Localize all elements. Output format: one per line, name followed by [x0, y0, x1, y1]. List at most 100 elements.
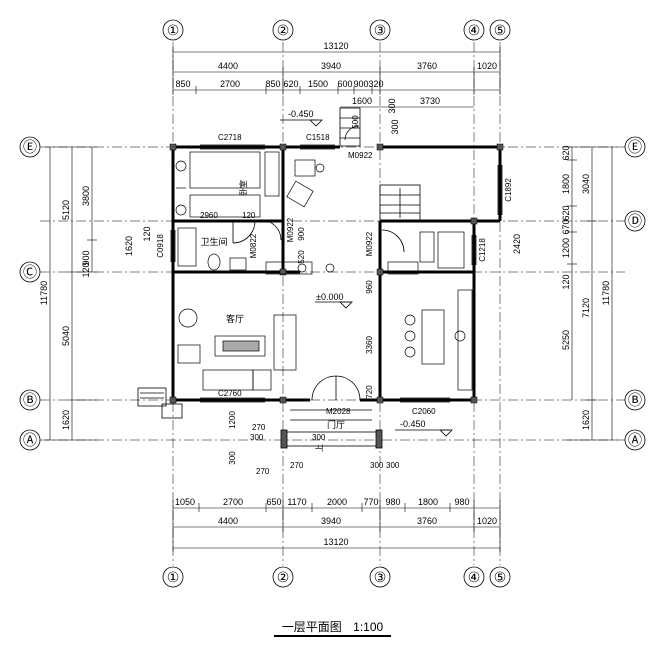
svg-text:客厅: 客厅: [226, 313, 244, 324]
svg-text:2000: 2000: [327, 497, 347, 507]
svg-text:Ⓑ: Ⓑ: [628, 392, 642, 408]
svg-text:650: 650: [266, 497, 281, 507]
svg-text:3940: 3940: [321, 516, 341, 526]
svg-text:M0922: M0922: [348, 151, 373, 160]
svg-text:2420: 2420: [512, 234, 522, 254]
room-labels: 卧室 卫生间 客厅 门厅 上: [200, 180, 345, 452]
axis-bubble-col-2-bottom: ②: [272, 566, 294, 588]
svg-text:13120: 13120: [323, 41, 348, 51]
svg-text:1800: 1800: [561, 174, 571, 194]
svg-text:850: 850: [265, 79, 280, 89]
svg-text:1170: 1170: [287, 497, 306, 507]
svg-text:Ⓒ: Ⓒ: [23, 264, 37, 280]
svg-text:13120: 13120: [323, 537, 348, 547]
svg-text:3730: 3730: [420, 96, 440, 106]
svg-text:上: 上: [315, 444, 324, 452]
svg-text:1020: 1020: [477, 61, 497, 71]
svg-text:620: 620: [283, 79, 298, 89]
kitchen-dining-furniture: [265, 159, 473, 391]
svg-text:3040: 3040: [581, 174, 591, 194]
axis-bubble-row-e-right: Ⓔ: [624, 136, 646, 158]
svg-text:M0922: M0922: [286, 217, 295, 242]
svg-text:M2028: M2028: [326, 407, 351, 416]
svg-text:270: 270: [256, 467, 270, 476]
svg-text:M0922: M0922: [365, 231, 374, 256]
svg-text:2960: 2960: [200, 211, 218, 220]
svg-text:4400: 4400: [218, 61, 238, 71]
axis-bubble-row-a-left: Ⓐ: [19, 429, 41, 451]
axis-bubble-col-1: ①: [162, 19, 184, 41]
drawing-scale: 1:100: [349, 620, 388, 637]
axis-bubble-col-4: ④: [463, 19, 485, 41]
svg-text:300: 300: [312, 433, 326, 442]
svg-text:300: 300: [250, 433, 264, 442]
svg-text:520: 520: [297, 250, 306, 264]
windows: [170, 144, 503, 403]
svg-text:7120: 7120: [581, 298, 591, 318]
svg-text:4400: 4400: [218, 516, 238, 526]
svg-text:Ⓓ: Ⓓ: [628, 213, 642, 229]
axis-bubble-row-c-left: Ⓒ: [19, 261, 41, 283]
svg-text:11780: 11780: [601, 281, 611, 305]
drawing-title: 一层平面图: [277, 620, 346, 637]
svg-text:1800: 1800: [418, 497, 438, 507]
svg-text:300: 300: [228, 451, 237, 465]
svg-text:300: 300: [386, 461, 400, 470]
level-markers: -0.450 ±0.000 -0.450: [280, 109, 453, 437]
axis-bubble-row-d-right: Ⓓ: [624, 210, 646, 232]
svg-text:120: 120: [561, 274, 571, 289]
walls: [169, 143, 504, 404]
svg-text:C2060: C2060: [412, 407, 436, 416]
bathroom-fixtures: [177, 227, 247, 271]
svg-text:②: ②: [277, 22, 290, 38]
svg-text:③: ③: [374, 22, 387, 38]
svg-text:720: 720: [365, 385, 374, 399]
axis-bubble-row-e-left: Ⓔ: [19, 136, 41, 158]
svg-text:11780: 11780: [39, 281, 49, 305]
axis-bubble-col-5: ⑤: [489, 19, 511, 41]
svg-text:②: ②: [277, 569, 290, 585]
svg-text:C1218: C1218: [478, 238, 487, 262]
left-dimensions: 11780 5120 5040 1620 3800 1620 120 900 1…: [39, 146, 152, 441]
svg-text:960: 960: [365, 280, 374, 294]
entrance-porch: [137, 387, 383, 449]
svg-text:④: ④: [468, 22, 481, 38]
svg-text:C2718: C2718: [218, 133, 242, 142]
svg-text:1620: 1620: [124, 236, 134, 256]
svg-text:1620: 1620: [581, 410, 591, 430]
svg-text:卧室: 卧室: [238, 180, 248, 196]
svg-text:120: 120: [242, 211, 256, 220]
svg-text:-0.450: -0.450: [400, 419, 426, 429]
svg-text:980: 980: [454, 497, 469, 507]
svg-text:①: ①: [167, 569, 180, 585]
axis-bubble-col-4-bottom: ④: [463, 566, 485, 588]
svg-text:120: 120: [142, 226, 152, 241]
axis-bubble-col-3: ③: [369, 19, 391, 41]
right-dimensions: 11780 3040 7120 1620 620 1800 620 670 12…: [512, 145, 617, 441]
svg-text:900: 900: [297, 227, 306, 241]
svg-text:670: 670: [561, 219, 571, 234]
axis-bubbles: ① ② ③ ④ ⑤ ① ② ③ ④ ⑤ Ⓔ Ⓒ Ⓑ Ⓐ Ⓔ Ⓓ Ⓑ Ⓐ: [19, 19, 646, 588]
svg-text:3800: 3800: [81, 186, 91, 206]
drawing-caption: 一层平面图 1:100: [0, 618, 665, 637]
bottom-dimensions: 1050 2700 650 1170 2000 770 980 1800 980…: [172, 497, 501, 552]
svg-text:620: 620: [561, 145, 571, 160]
opening-tags: C2718 C1518 C1892 C1218 C0918 C2760 C206…: [156, 133, 513, 416]
top-dimensions: 13120 4400 3940 3760 1020 850 2700 850 6…: [172, 41, 501, 135]
svg-text:Ⓐ: Ⓐ: [23, 432, 37, 448]
svg-text:3940: 3940: [321, 61, 341, 71]
svg-text:5250: 5250: [561, 330, 571, 350]
svg-text:2700: 2700: [220, 79, 240, 89]
svg-text:1500: 1500: [308, 79, 328, 89]
svg-text:770: 770: [363, 497, 378, 507]
svg-text:900: 900: [353, 79, 368, 89]
axis-bubble-col-5-bottom: ⑤: [489, 566, 511, 588]
svg-text:900: 900: [81, 250, 91, 265]
svg-text:门厅: 门厅: [327, 419, 345, 430]
svg-text:1200: 1200: [228, 411, 237, 429]
svg-text:③: ③: [374, 569, 387, 585]
svg-text:300: 300: [390, 119, 400, 134]
svg-text:5040: 5040: [61, 326, 71, 346]
svg-text:卫生间: 卫生间: [200, 236, 227, 247]
